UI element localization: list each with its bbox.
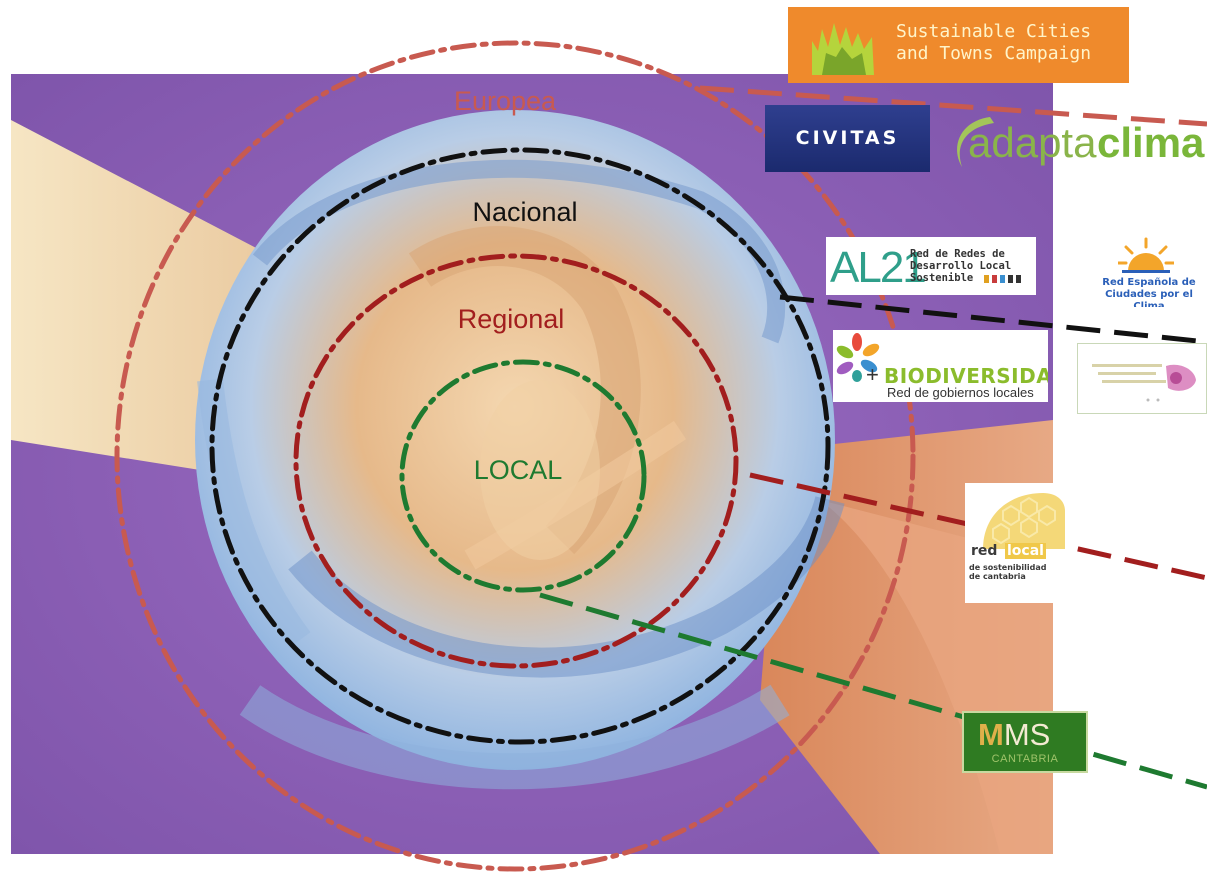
adaptaclima-part2: clima: [1097, 119, 1204, 167]
red-local-word1: red: [971, 543, 997, 559]
red-espanola-line2: Ciudades por el Clima: [1090, 289, 1207, 307]
faded-network-emblem: [1078, 344, 1207, 414]
mms-cantabria-logo: MMS CANTABRIA: [962, 711, 1088, 773]
red-local-line2: de cantabria: [969, 572, 1046, 581]
red-local-word2: local: [1005, 543, 1046, 559]
label-europea: Europea: [454, 86, 556, 117]
al21-line1: Red de Redes de: [910, 248, 1011, 260]
adaptaclima-part1: adapta: [968, 119, 1096, 167]
sun-icon: [1118, 237, 1174, 275]
sct-line1: Sustainable Cities: [896, 21, 1091, 43]
al21-logo: AL21 Red de Redes de Desarrollo Local So…: [826, 237, 1036, 295]
mms-sub: CANTABRIA: [964, 753, 1086, 765]
al21-line2: Desarrollo Local: [910, 260, 1011, 272]
color-bars-icon: [984, 274, 1028, 284]
network-logo: [1077, 343, 1207, 414]
mms-m: M: [978, 717, 1004, 752]
honeycomb-icon: [973, 491, 1065, 549]
red-espanola-line1: Red Española de: [1090, 277, 1207, 289]
red-local-cantabria-logo: red local de sostenibilidad de cantabria: [965, 483, 1072, 603]
civitas-logo: CIVITAS: [765, 105, 930, 172]
red-espanola-clima-logo: Red Española de Ciudades por el Clima: [1086, 237, 1207, 307]
mms-rest: MS: [1004, 717, 1051, 752]
sct-line2: and Towns Campaign: [896, 43, 1091, 65]
red-local-line1: de sostenibilidad: [969, 563, 1046, 572]
label-nacional: Nacional: [472, 197, 577, 228]
city-skyline-icon: [808, 17, 878, 75]
biodiversidad-subtitle: Red de gobiernos locales: [887, 385, 1034, 400]
sustainable-cities-logo: Sustainable Cities and Towns Campaign: [788, 7, 1129, 83]
adaptaclima-logo: adapta clima: [940, 105, 1207, 175]
label-regional: Regional: [458, 304, 565, 335]
biodiversidad-plus: +: [866, 362, 879, 388]
biodiversidad-logo: + BIODIVERSIDAD Red de gobiernos locales: [833, 330, 1048, 402]
civitas-text: CIVITAS: [765, 127, 930, 149]
label-local: LOCAL: [474, 455, 563, 486]
